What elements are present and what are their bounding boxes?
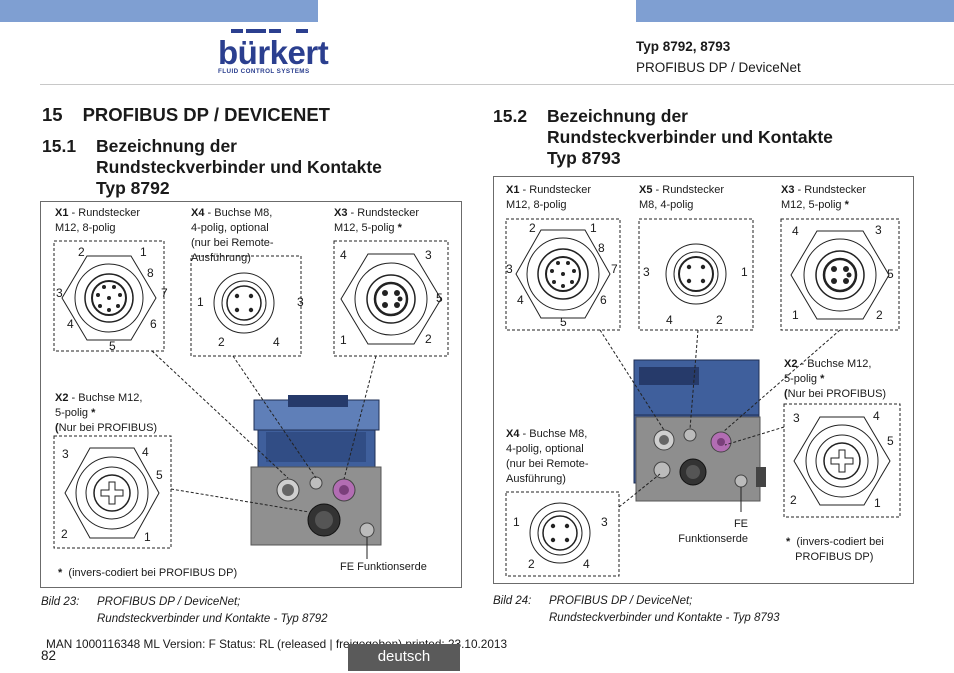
pin-label: 4: [792, 224, 799, 238]
pin-label: 3: [643, 265, 650, 279]
footnote: * (invers-codiert bei PROFIBUS DP): [58, 567, 238, 579]
burkert-logo: bürkert FLUID CONTROL SYSTEMS: [218, 29, 329, 75]
x2-label: X2 - Buchse M12,5-polig *(Nur bei PROFIB…: [784, 358, 887, 400]
x4-connector: [529, 502, 591, 564]
pin-label: 1: [197, 295, 204, 309]
x5-connector: [665, 243, 727, 305]
x4-connector: [213, 272, 275, 334]
figure-24: 2 1 8 3 7 4 6 5 3 1 4 2 4 3 5 1 2 3 4 5 …: [493, 176, 914, 584]
doc-header-title: Typ 8792, 8793: [636, 39, 731, 54]
figure-23-caption: Bild 23:PROFIBUS DP / DeviceNet; Rundste…: [41, 596, 328, 625]
logo-subtitle: FLUID CONTROL SYSTEMS: [218, 68, 310, 75]
pin-label: 5: [560, 315, 567, 329]
x4-label: X4 - Buchse M8,4-polig, optional(nur bei…: [191, 207, 274, 264]
pin-label: 3: [793, 411, 800, 425]
subsection-title-line1: Bezeichnung der: [547, 106, 688, 126]
pin-label: 2: [425, 332, 432, 346]
pin-label: 3: [601, 515, 608, 529]
subsection-number: 15.1: [42, 136, 77, 156]
pin-label: 8: [598, 241, 605, 255]
x4-label: X4 - Buchse M8,4-polig, optional(nur bei…: [506, 428, 589, 485]
figure-24-drawing: [505, 218, 901, 577]
pin-label: 5: [887, 267, 894, 281]
header-divider: [40, 84, 954, 85]
pin-label: 2: [78, 245, 85, 259]
pin-label: 4: [666, 313, 673, 327]
figure-24-caption: Bild 24:PROFIBUS DP / DeviceNet; Rundste…: [493, 595, 780, 624]
pin-label: 4: [583, 557, 590, 571]
subsection-number: 15.2: [493, 106, 528, 126]
device-8792: [250, 395, 382, 546]
header-band-right: [636, 0, 954, 22]
x2-connector: [793, 416, 891, 506]
pin-label: 2: [218, 335, 225, 349]
pin-label: 5: [436, 291, 443, 305]
subsection-title-line3: Typ 8793: [547, 148, 621, 168]
pin-label: 4: [517, 293, 524, 307]
pin-label: 4: [273, 335, 280, 349]
pin-label: 5: [109, 339, 116, 353]
pin-label: 2: [61, 527, 68, 541]
x2-label: X2 - Buchse M12,5-polig *(Nur bei PROFIB…: [55, 392, 158, 434]
pin-label: 1: [513, 515, 520, 529]
pin-label: 1: [140, 245, 147, 259]
pin-label: 3: [56, 286, 63, 300]
pin-label: 2: [528, 557, 535, 571]
subsection-title-line2: Rundsteckverbinder und Kontakte: [547, 127, 833, 147]
pin-label: 4: [873, 409, 880, 423]
pin-label: 5: [887, 434, 894, 448]
pin-label: 2: [790, 493, 797, 507]
pin-label: 2: [529, 221, 536, 235]
pin-label: 7: [611, 262, 618, 276]
fe-label: FE Funktionserde: [340, 561, 427, 573]
pin-label: 7: [161, 286, 168, 300]
figure-23: 2 1 8 3 7 4 6 5 1 3 2 4 4 3 5 1 2 3 4 5 …: [40, 201, 462, 588]
subsection-title-line3: Typ 8792: [96, 178, 170, 198]
pin-label: 4: [340, 248, 347, 262]
section-heading: 15 PROFIBUS DP / DEVICENET: [42, 104, 330, 126]
pin-label: 2: [716, 313, 723, 327]
pin-label: 3: [875, 223, 882, 237]
pin-label: 1: [874, 496, 881, 510]
pin-label: 1: [741, 265, 748, 279]
x3-connector: [340, 253, 442, 345]
subsection-title-line1: Bezeichnung der: [96, 136, 237, 156]
x1-connector: [515, 229, 611, 319]
pin-label: 1: [144, 530, 151, 544]
section-number: 15: [42, 104, 63, 125]
pin-label: 2: [876, 308, 883, 322]
pin-label: 6: [600, 293, 607, 307]
doc-header-subtitle: PROFIBUS DP / DeviceNet: [636, 60, 801, 75]
x2-connector: [64, 447, 160, 539]
pin-label: 3: [506, 262, 513, 276]
pin-label: 1: [590, 221, 597, 235]
header-band-left: [0, 0, 318, 22]
pin-label: 1: [792, 308, 799, 322]
figure-23-drawing: [53, 240, 449, 559]
pin-label: 8: [147, 266, 154, 280]
section-title: PROFIBUS DP / DEVICENET: [82, 104, 330, 125]
page-number: 82: [41, 648, 57, 663]
x1-connector: [61, 255, 157, 341]
device-8793: [633, 359, 766, 502]
language-tab: deutsch: [348, 644, 460, 671]
pin-label: 5: [156, 468, 163, 482]
subsection-title-line2: Rundsteckverbinder und Kontakte: [96, 157, 382, 177]
pin-label: 4: [67, 317, 74, 331]
pin-label: 6: [150, 317, 157, 331]
logo-wordmark: bürkert: [218, 34, 329, 71]
pin-label: 3: [425, 248, 432, 262]
pin-label: 3: [62, 447, 69, 461]
footnote: * (invers-codiert bei PROFIBUS DP): [786, 536, 884, 563]
pin-label: 1: [340, 333, 347, 347]
pin-label: 3: [297, 295, 304, 309]
x3-connector: [790, 230, 890, 320]
pin-label: 4: [142, 445, 149, 459]
